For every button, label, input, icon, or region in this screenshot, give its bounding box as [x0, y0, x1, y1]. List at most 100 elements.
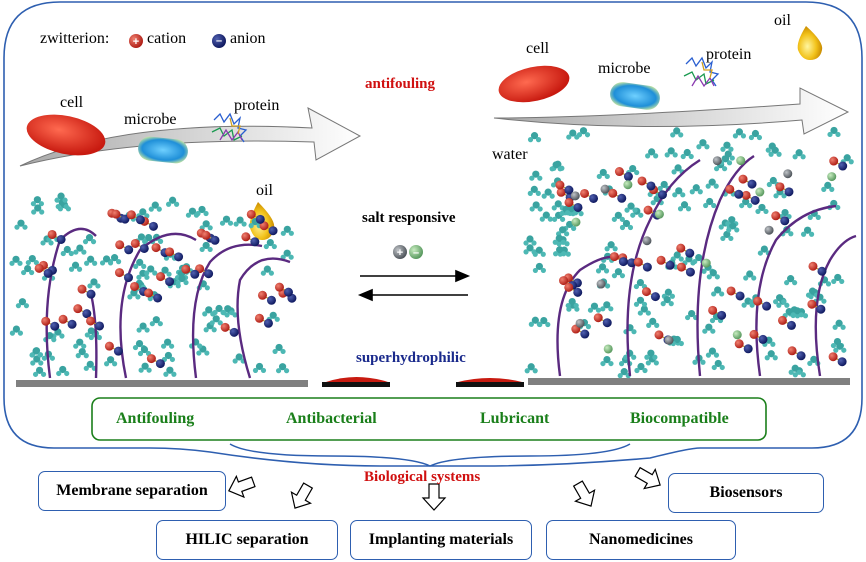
salt-ion [600, 184, 610, 194]
left-protein-label: protein [234, 97, 280, 114]
water-molecule [32, 366, 47, 377]
zwitterion-pair [807, 299, 826, 314]
water-molecule [9, 255, 23, 266]
salt-ion [623, 180, 633, 190]
water-molecule [611, 268, 626, 279]
water-molecule [524, 363, 538, 374]
water-molecule [532, 246, 546, 257]
water-molecule [595, 263, 610, 274]
zwitterion-pair [787, 346, 806, 361]
zwitterion-pair [641, 287, 660, 302]
zwitterion-pair [165, 247, 184, 262]
water-molecule [576, 127, 591, 138]
zwitterion-pair [564, 197, 583, 212]
zwitterion-pair [609, 252, 628, 267]
application-arrows [228, 466, 661, 511]
right-cell-label: cell [526, 40, 550, 57]
zwitterion-pair [47, 229, 66, 244]
water-molecule [784, 275, 798, 286]
salt-ion [764, 225, 774, 235]
water-molecule [645, 148, 659, 159]
zwitterion-pair [777, 315, 796, 330]
water-molecule [199, 220, 213, 231]
salt-ion [570, 191, 580, 201]
zwitterion-pair [738, 174, 757, 189]
zwitterion-pair [637, 176, 656, 191]
zwitterion-pair [181, 264, 200, 279]
svg-text:+: + [133, 36, 139, 48]
brush-right [523, 126, 857, 379]
water-molecule [219, 215, 234, 226]
salt-ion [701, 258, 711, 268]
right-microbe-label: microbe [598, 60, 651, 77]
water-molecule [755, 203, 769, 215]
water-molecule [233, 216, 247, 227]
water-molecule [644, 349, 658, 360]
zwitterion-pair [749, 329, 768, 344]
zwitterion-pair [771, 211, 790, 226]
water-molecule [275, 363, 290, 374]
water-molecule [523, 244, 537, 255]
water-molecule [634, 362, 648, 374]
cell-left [26, 114, 106, 156]
water-molecule [565, 297, 579, 309]
polymer-chain [191, 243, 263, 379]
protein-right [683, 56, 720, 88]
salt-ion-minus [409, 245, 423, 259]
water-molecule [596, 168, 610, 180]
zwitterion-pair [571, 324, 590, 339]
water-molecule [138, 362, 152, 373]
zwitterion-pair [828, 352, 847, 367]
substrate-right [528, 378, 850, 385]
water-molecule [31, 204, 45, 215]
water-molecule [165, 196, 180, 207]
right-protein-label: protein [706, 46, 752, 63]
zwitterion-pair [130, 238, 149, 253]
zwitterion-pair [564, 282, 583, 297]
water-molecule [527, 132, 542, 143]
water-molecule [833, 342, 847, 353]
left-microbe-label: microbe [124, 111, 177, 128]
water-molecule [21, 264, 35, 276]
salt-ion [827, 172, 837, 182]
zwitterion-pair [734, 339, 753, 354]
water-molecule [161, 338, 175, 349]
water-molecule [660, 296, 674, 307]
right-oil-label: oil [774, 12, 791, 29]
zwitterion-pair [58, 314, 77, 329]
main-frame [3, 1, 863, 467]
water-molecule [149, 316, 163, 327]
salt-ion [596, 279, 606, 289]
water-molecule [551, 200, 565, 211]
zwitterion-pair [201, 230, 220, 245]
water-molecule [84, 255, 98, 266]
microbe-right [610, 82, 660, 110]
water-molecule [623, 324, 637, 335]
water-molecule [189, 338, 203, 349]
water-molecule [29, 347, 43, 358]
water-molecule [60, 245, 74, 257]
water-molecule [587, 302, 602, 313]
polymer-chain [814, 234, 857, 377]
zwitterion-pair [808, 261, 827, 276]
water-molecule [14, 219, 28, 230]
zwitterion-pair [708, 305, 727, 320]
water-molecule [732, 128, 747, 139]
water-molecule [685, 309, 699, 321]
water-molecule [705, 347, 720, 358]
water-molecule [163, 366, 177, 377]
water-molecule [646, 317, 660, 328]
water-molecule [30, 196, 44, 207]
water-molecule [56, 365, 70, 377]
water-molecule [792, 149, 806, 160]
water-molecule [529, 201, 543, 212]
substrate-center-left [322, 382, 390, 387]
water-molecule [743, 270, 757, 281]
legend-cation-label: cation [147, 30, 187, 47]
zwitterion-pair [829, 156, 848, 171]
zwitterion-pair [676, 262, 695, 277]
property-antifouling: Antifouling [116, 410, 195, 427]
water-molecule [827, 199, 841, 211]
salt-responsive-label: salt responsive [362, 210, 456, 226]
